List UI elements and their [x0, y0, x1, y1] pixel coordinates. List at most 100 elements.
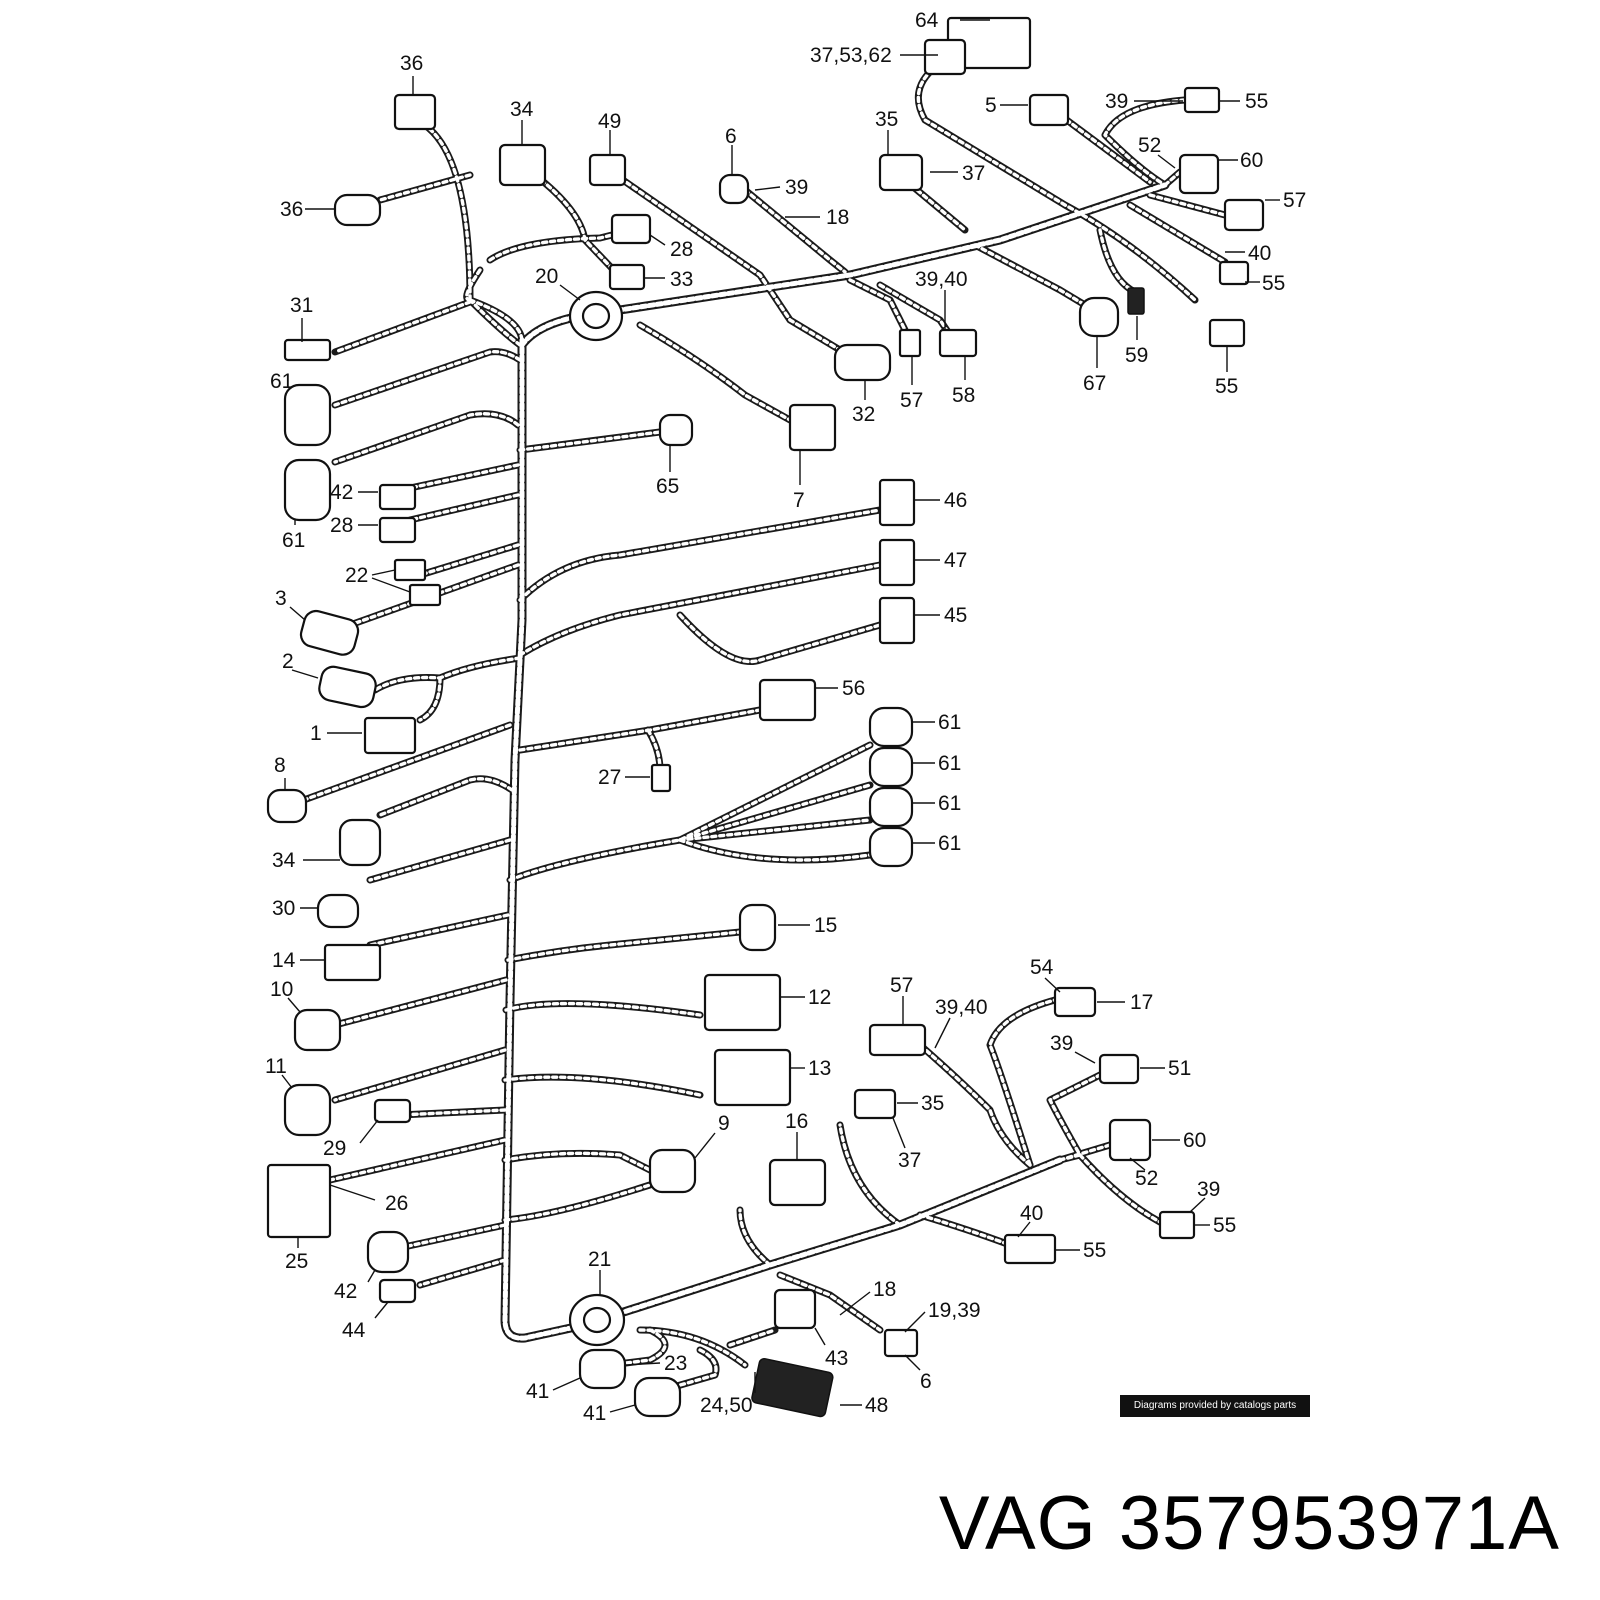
wire-braid [678, 838, 872, 862]
wire-braid [333, 1048, 507, 1102]
wire-braid [418, 1258, 507, 1287]
connector-57-bottom [868, 1023, 927, 1057]
callout-label: 28 [330, 514, 353, 537]
callout-label: 18 [873, 1278, 896, 1301]
connector-25 [266, 1163, 332, 1239]
wire-braid [333, 412, 520, 464]
callout-label: 55 [1215, 375, 1238, 398]
callout-label: 49 [598, 110, 621, 133]
connector-55-mid [1218, 260, 1250, 286]
callout-label: 52 [1135, 1167, 1158, 1190]
callout-label: 39 [1105, 90, 1128, 113]
connector-28-left [378, 516, 417, 544]
callout-label: 44 [342, 1319, 366, 1342]
callout-label: 40 [1020, 1202, 1043, 1225]
wire-braid [518, 508, 882, 602]
callout-label: 16 [785, 1110, 808, 1133]
connector-48 [751, 1357, 834, 1418]
callout-label: 18 [826, 206, 849, 229]
wire-braid [488, 231, 622, 262]
connector-54-17 [1053, 986, 1097, 1018]
connector-65 [658, 413, 694, 447]
callout-label: 14 [272, 949, 296, 972]
wire-braid [738, 1208, 772, 1267]
wire-braid [1128, 203, 1227, 264]
callout-label: 30 [272, 897, 295, 920]
connector-39-55-top [1183, 86, 1221, 114]
connector-14 [323, 943, 382, 982]
callout-label: 11 [265, 1055, 287, 1078]
callout-label: 23 [664, 1352, 687, 1375]
connector-10 [293, 1008, 342, 1052]
connector-60-bottom [1108, 1118, 1152, 1162]
wire-braid [408, 463, 520, 490]
connector-32 [833, 343, 892, 382]
wire-braid [378, 173, 472, 202]
connector-57-mid [898, 328, 922, 358]
connector-61-d [868, 746, 914, 788]
connector-49 [588, 153, 627, 187]
connector-3 [299, 609, 360, 656]
callout-label: 57 [1283, 189, 1306, 212]
callout-label: 41 [583, 1402, 606, 1425]
connector-30 [316, 893, 360, 929]
callout-label: 22 [345, 564, 368, 587]
wire-braid [678, 783, 872, 842]
callout-label: 42 [330, 481, 353, 504]
callout-label: 55 [1262, 272, 1285, 295]
grommets [568, 290, 626, 1347]
callout-label: 65 [656, 475, 679, 498]
wire-braid [368, 838, 512, 882]
callout-label: 35 [921, 1092, 944, 1115]
callout-label: 39,40 [915, 268, 968, 291]
connector-44 [378, 1278, 417, 1304]
connector-57-top [1223, 198, 1265, 232]
connector-41-b [633, 1376, 682, 1418]
callout-label: 12 [808, 986, 831, 1009]
callout-label: 17 [1130, 991, 1153, 1014]
callout-label: 37,53,62 [810, 44, 892, 67]
connector-45 [878, 596, 916, 645]
callout-label: 39 [1197, 1178, 1220, 1201]
connector-9 [648, 1148, 697, 1194]
callout-label: 58 [952, 384, 975, 407]
wire-braid [504, 1001, 702, 1017]
connector-58 [938, 328, 978, 358]
connector-42-top [378, 483, 417, 511]
wire-braid [838, 1123, 902, 1227]
connector-22 [393, 558, 427, 582]
wire-braid [1058, 113, 1152, 184]
connector-46 [878, 478, 916, 527]
wire-braid [678, 613, 882, 664]
callout-label: 35 [875, 108, 898, 131]
callout-label: 48 [865, 1394, 888, 1417]
wire-braid [878, 283, 952, 337]
wire-braid [916, 58, 1197, 302]
callout-label: 54 [1030, 956, 1054, 979]
wire-braid [418, 676, 442, 722]
wire-braid [333, 978, 508, 1027]
connector-61-c [868, 706, 914, 748]
connector-6-bottom [883, 1328, 919, 1358]
connector-15 [738, 903, 777, 952]
wire-braid [468, 298, 522, 347]
leader-lines [281, 19, 1280, 1413]
wire-braid [398, 1108, 507, 1117]
wire-braid [333, 300, 472, 354]
wire-braid [743, 188, 847, 274]
callout-label: 39,40 [935, 996, 988, 1019]
callout-label: 34 [272, 849, 296, 872]
wire-braid [618, 176, 842, 352]
callout-label: 10 [270, 978, 293, 1001]
callout-label: 26 [385, 1192, 408, 1215]
callout-label: 24,50 [700, 1394, 753, 1417]
wire-braid [518, 563, 882, 657]
callout-label: 55 [1213, 1214, 1236, 1237]
callout-label: 67 [1083, 372, 1106, 395]
wire-braid [519, 182, 1168, 348]
callout-label: 52 [1138, 134, 1161, 157]
connector-6-top [718, 173, 750, 205]
wire-braid [668, 1348, 718, 1390]
callout-label: 31 [290, 294, 313, 317]
